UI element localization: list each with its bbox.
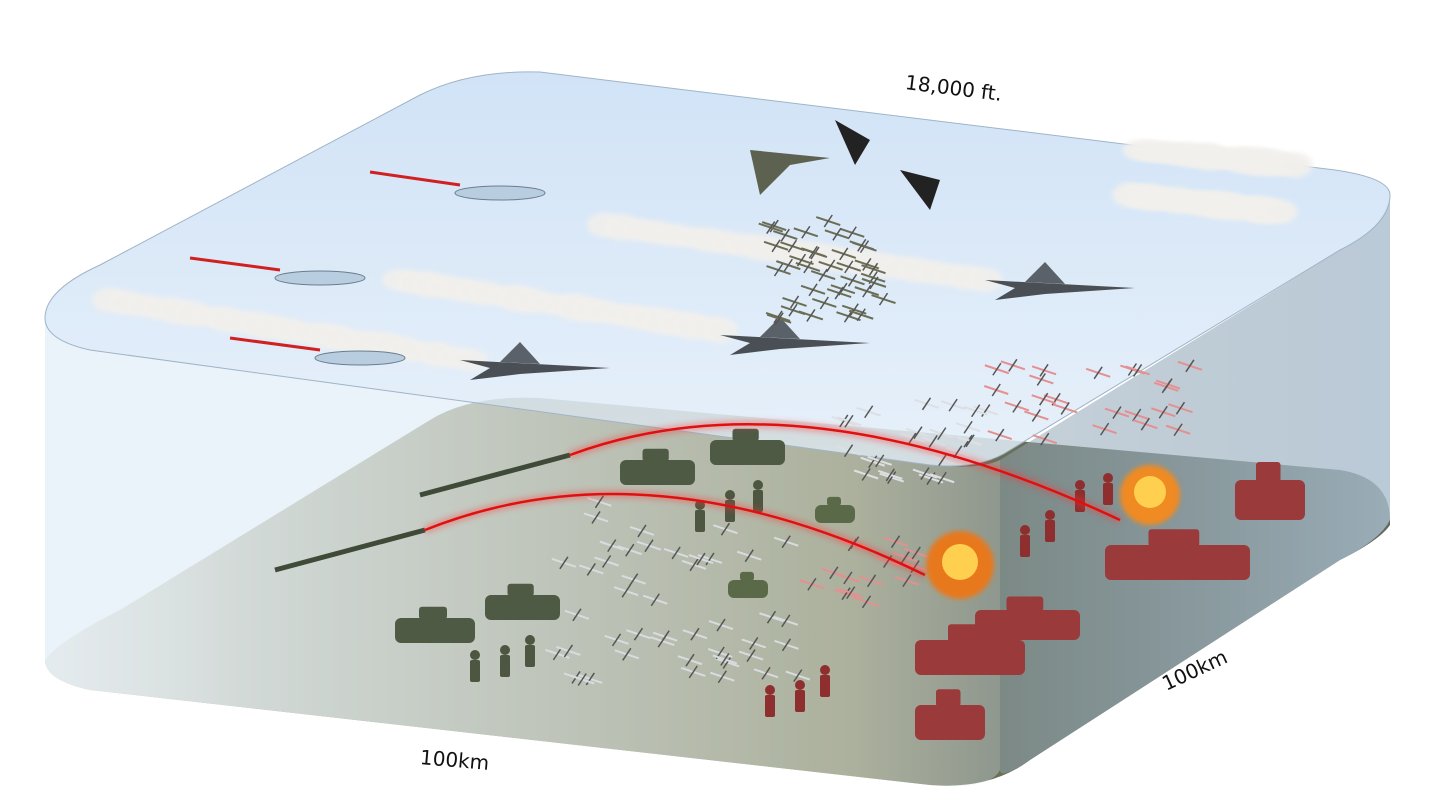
friendly-soldier-icon [525,645,535,667]
friendly-armored-vehicle-icon-turret [643,449,669,462]
friendly-soldier-icon [753,480,763,490]
enemy-vehicle-icon-turret [948,624,987,642]
friendly-armored-vehicle-icon [395,618,475,643]
friendly-air-defense-icon-turret [827,497,841,506]
friendly-soldier-icon [695,510,705,532]
enemy-vehicle-icon-turret [936,689,961,707]
friendly-soldier-icon [500,645,510,655]
friendly-air-defense-icon [728,580,768,598]
enemy-soldier-icon [820,675,830,697]
enemy-soldier-icon [1075,480,1085,490]
enemy-vehicle-icon [975,610,1080,640]
enemy-soldier-icon [1020,535,1030,557]
contrail-puff [1262,200,1298,224]
enemy-soldier-icon [765,685,775,695]
friendly-soldier-icon [470,650,480,660]
enemy-vehicle-icon [1235,480,1305,520]
enemy-vehicle-icon-turret [1149,529,1200,547]
contrail-puff [1277,152,1313,177]
enemy-vehicle-icon-turret [1007,597,1044,612]
enemy-vehicle-icon [915,705,985,740]
enemy-soldier-icon [1103,483,1113,505]
enemy-soldier-icon [1103,473,1113,483]
friendly-soldier-icon [525,635,535,645]
enemy-soldier-icon [765,695,775,717]
enemy-soldier-icon [820,665,830,675]
friendly-soldier-icon [725,490,735,500]
enemy-soldier-icon [1020,525,1030,535]
enemy-soldier-icon [795,680,805,690]
contrail-puff [452,349,488,372]
friendly-armored-vehicle-icon [485,595,560,620]
enemy-vehicle-icon [915,640,1025,675]
cruise-missile-icon [275,271,365,285]
friendly-armored-vehicle-icon [710,440,785,465]
enemy-vehicle-icon [1105,545,1250,580]
friendly-air-defense-icon [815,505,855,523]
friendly-armored-vehicle-icon-turret [733,429,759,442]
friendly-air-defense-icon-turret [740,572,754,581]
enemy-vehicle-icon-turret [1256,462,1281,482]
friendly-armored-vehicle-icon-turret [419,607,447,620]
friendly-armored-vehicle-icon [620,460,695,485]
friendly-soldier-icon [470,660,480,682]
enemy-soldier-icon [795,690,805,712]
cruise-missile-icon [315,351,405,365]
enemy-soldier-icon [1045,510,1055,520]
enemy-soldier-icon [1045,520,1055,542]
cruise-missile-icon [455,186,545,200]
contrail-puff [702,317,738,343]
friendly-soldier-icon [500,655,510,677]
friendly-armored-vehicle-icon-turret [508,584,534,597]
